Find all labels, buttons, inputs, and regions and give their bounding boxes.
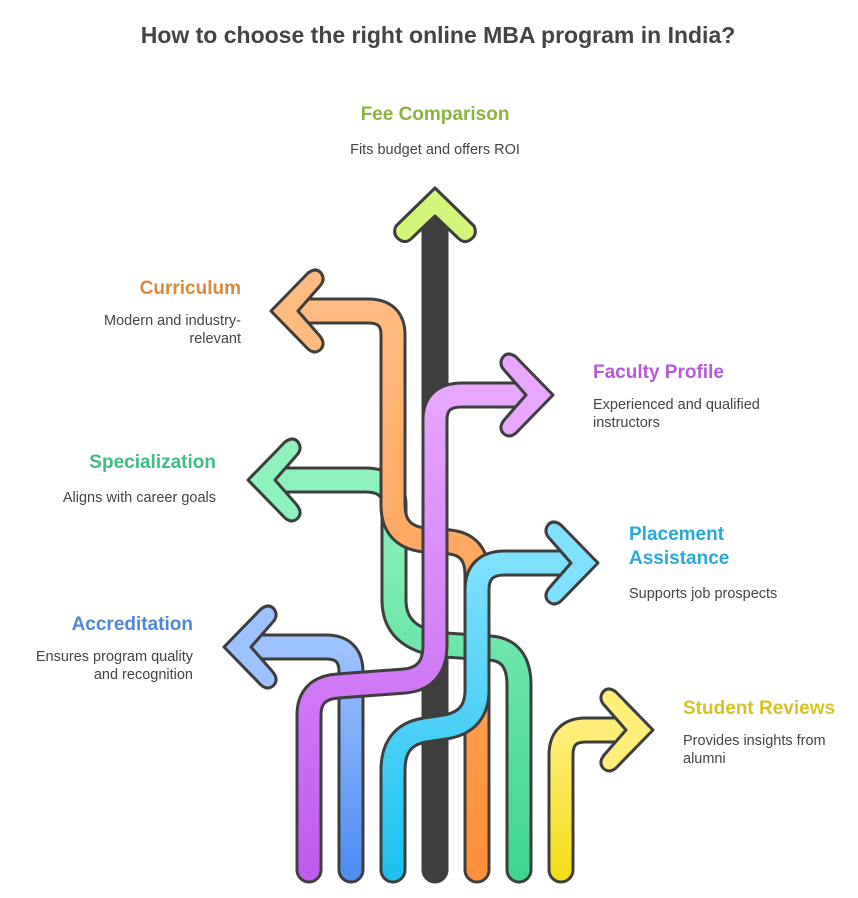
placement-title-line1: Placement: [629, 524, 725, 545]
faculty-profile-desc-line2: instructors: [593, 415, 660, 431]
placement-desc: Supports job prospects: [629, 586, 777, 602]
label-placement-assistance: Placement Assistance Supports job prospe…: [629, 524, 777, 602]
student-reviews-desc-line2: alumni: [683, 751, 726, 767]
placement-title-line2: Assistance: [629, 548, 729, 569]
curriculum-desc-line1: Modern and industry-: [104, 313, 241, 329]
arrow-head-placement-assistance: [544, 520, 600, 606]
student-reviews-desc-line1: Provides insights from: [683, 733, 826, 749]
arrow-head-faculty-profile: [499, 352, 555, 438]
arrow-head-fee-comparison: [393, 186, 477, 244]
curriculum-desc-line2: relevant: [189, 331, 241, 347]
label-accreditation: Accreditation Ensures program quality an…: [36, 614, 194, 683]
faculty-profile-title: Faculty Profile: [593, 362, 724, 383]
arrow-head-accreditation: [222, 604, 278, 690]
arrow-student-reviews: [547, 687, 655, 884]
arrow-accreditation: [222, 604, 365, 884]
fee-comparison-title: Fee Comparison: [361, 104, 510, 125]
accreditation-desc-line2: and recognition: [94, 667, 193, 683]
arrow-head-curriculum: [269, 268, 325, 354]
specialization-title: Specialization: [89, 452, 216, 473]
arrow-curriculum: [269, 268, 491, 884]
label-curriculum: Curriculum Modern and industry- relevant: [104, 278, 241, 347]
faculty-profile-desc-line1: Experienced and qualified: [593, 397, 760, 413]
specialization-desc: Aligns with career goals: [63, 490, 216, 506]
arrow-head-specialization: [246, 437, 302, 523]
accreditation-title: Accreditation: [72, 614, 193, 635]
label-faculty-profile: Faculty Profile Experienced and qualifie…: [593, 362, 760, 431]
diagram-title: How to choose the right online MBA progr…: [141, 22, 736, 48]
accreditation-desc-line1: Ensures program quality: [36, 649, 194, 665]
arrow-faculty-profile: [295, 352, 555, 884]
student-reviews-title: Student Reviews: [683, 698, 835, 719]
label-student-reviews: Student Reviews Provides insights from a…: [683, 698, 835, 767]
arrow-placement-assistance: [379, 520, 600, 884]
arrow-head-student-reviews: [599, 687, 655, 773]
label-specialization: Specialization Aligns with career goals: [63, 452, 216, 506]
curriculum-title: Curriculum: [140, 278, 241, 299]
label-fee-comparison: Fee Comparison Fits budget and offers RO…: [350, 104, 520, 158]
fee-comparison-desc: Fits budget and offers ROI: [350, 142, 520, 158]
